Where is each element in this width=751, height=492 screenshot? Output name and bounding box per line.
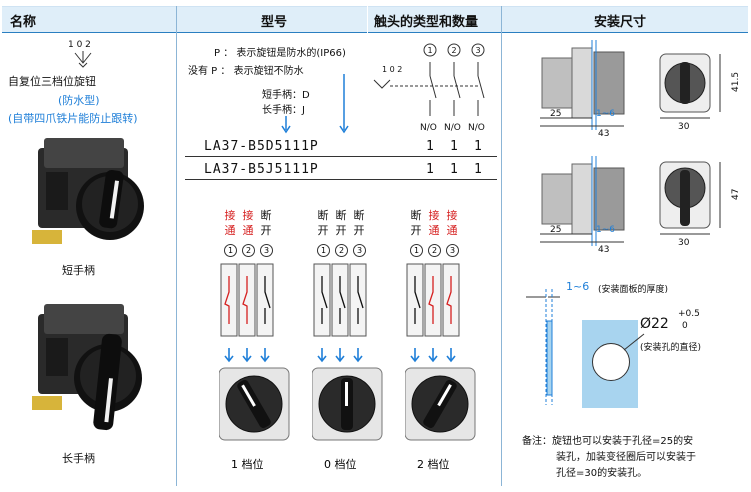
contact-state-1-1: 接 通: [224, 209, 236, 237]
short-handle-switch-image: [32, 138, 144, 244]
header-contacts: 触头的类型和数量: [368, 6, 501, 33]
contact-circle-3-1: 1: [410, 244, 423, 257]
contact-block-drawing-1: [219, 263, 290, 441]
contact-circle-2-2: 2: [335, 244, 348, 257]
contact-state-2-1: 断 开: [317, 209, 329, 237]
remark-line-1: 备注：旋钮也可以安装于孔径=25的安: [522, 436, 694, 447]
position-group-3: 断 开 1 接 通 2 接 通 3 2 档位: [405, 204, 485, 474]
count-r1-c2: 1: [450, 139, 459, 154]
count-r2-c3: 1: [474, 162, 483, 177]
panel-thickness-range: 1~6: [566, 280, 590, 293]
divider-2: [501, 6, 502, 486]
mounting-hole: [592, 343, 630, 381]
hole-diameter: Ø22: [640, 316, 669, 332]
contact-state-3-2: 接 通: [428, 209, 440, 237]
bottom-dim-1-6: 1~6: [596, 225, 615, 235]
long-handle-caption: 长手柄: [62, 452, 95, 465]
model-pointer-arrows: [281, 74, 349, 134]
contact-circle-2-1: 1: [317, 244, 330, 257]
contact-circle-1-2: 2: [242, 244, 255, 257]
short-handle-caption: 短手柄: [62, 264, 95, 277]
contact-number-1: 1: [427, 46, 432, 55]
count-r2-c1: 1: [426, 162, 435, 177]
install-drawing-bottom: 25 1~6 43 30 47: [540, 156, 741, 255]
divider-1: [176, 6, 177, 486]
contact-state-3-1: 断 开: [410, 209, 422, 237]
p-meaning: P ： 表示旋钮是防水的(IP66): [214, 48, 346, 59]
remark-line-3: 孔径=30的安装孔。: [556, 468, 648, 479]
contact-selector-label: 1 0 2: [382, 65, 402, 74]
bottom-dim-43: 43: [598, 245, 609, 255]
position-caption-2: 0 档位: [324, 458, 357, 471]
contact-block-drawing-2: [312, 263, 383, 441]
contact-state-2-2: 断 开: [335, 209, 347, 237]
contact-circle-2-3: 3: [353, 244, 366, 257]
short-handle-code: 短手柄：D: [262, 90, 310, 101]
remark-line-2: 装孔，加装变径圈后可以安装于: [556, 452, 696, 463]
hole-tolerance-plus: +0.5: [678, 309, 700, 319]
model-row-line-2: [185, 179, 497, 180]
selector-symbol-icon: [74, 51, 92, 68]
header-install: 安装尺寸: [502, 6, 748, 33]
hole-diameter-note: (安装孔的直径): [640, 343, 702, 353]
panel-section-drawing: [526, 289, 560, 405]
model-code-short: LA37-B5D5111P: [204, 139, 319, 154]
contact-state-1-3: 断 开: [260, 209, 272, 237]
bottom-dim-25: 25: [550, 225, 561, 235]
contact-circle-3-3: 3: [446, 244, 459, 257]
top-dim-25: 25: [550, 109, 561, 119]
install-drawing-top: 25 1~6 43 30 41.5: [540, 40, 741, 139]
no-label-1: N/O: [420, 123, 437, 133]
hole-tolerance-zero: 0: [682, 321, 688, 331]
contact-number-2: 2: [451, 46, 456, 55]
count-r1-c1: 1: [426, 139, 435, 154]
contact-diagram: 1 2 3 1 0 2: [373, 43, 485, 116]
header-contacts-label: 触头的类型和数量: [374, 15, 479, 30]
header-model-label: 型号: [261, 15, 288, 30]
header-model: 型号: [177, 6, 367, 33]
anti-rotation-label: (自带四爪铁片能防止跟转): [8, 112, 138, 125]
header-name-label: 名称: [10, 15, 37, 30]
count-r1-c3: 1: [474, 139, 483, 154]
hole-leader-line: [623, 333, 645, 351]
no-p-meaning: 没有 P ： 表示旋钮不防水: [188, 66, 304, 77]
position-group-2: 断 开 1 断 开 2 断 开 3 0 档位: [312, 204, 392, 474]
count-r2-c2: 1: [450, 162, 459, 177]
top-dim-30: 30: [678, 122, 690, 132]
switch-position-marks: 1 0 2: [68, 40, 91, 50]
contact-circle-3-2: 2: [428, 244, 441, 257]
position-caption-3: 2 档位: [417, 458, 450, 471]
contact-number-3: 3: [475, 46, 480, 55]
top-dim-41-5: 41.5: [731, 72, 741, 92]
contact-block-drawing-3: [405, 263, 476, 441]
product-title: 自复位三档位旋钮: [8, 75, 96, 88]
top-dim-43: 43: [598, 129, 609, 139]
panel-thickness-note: (安装面板的厚度): [598, 285, 669, 295]
header-name: 名称: [2, 6, 176, 33]
no-label-3: N/O: [468, 123, 485, 133]
contact-circle-1-1: 1: [224, 244, 237, 257]
contact-state-1-2: 接 通: [242, 209, 254, 237]
waterproof-label: (防水型): [58, 94, 100, 107]
bottom-dim-30: 30: [678, 238, 690, 248]
long-handle-code: 长手柄：J: [262, 105, 305, 116]
header-install-label: 安装尺寸: [594, 15, 647, 30]
position-caption-1: 1 档位: [231, 458, 264, 471]
top-dim-1-6: 1~6: [596, 109, 615, 119]
model-row-line-1: [185, 156, 497, 157]
model-code-long: LA37-B5J5111P: [204, 162, 319, 177]
bottom-dim-47: 47: [731, 189, 741, 200]
no-label-2: N/O: [444, 123, 461, 133]
contact-state-3-3: 接 通: [446, 209, 458, 237]
contact-state-2-3: 断 开: [353, 209, 365, 237]
contact-circle-1-3: 3: [260, 244, 273, 257]
position-group-1: 接 通 1 接 通 2 断 开 3 1 档位: [219, 204, 299, 474]
long-handle-switch-image: [32, 304, 142, 431]
